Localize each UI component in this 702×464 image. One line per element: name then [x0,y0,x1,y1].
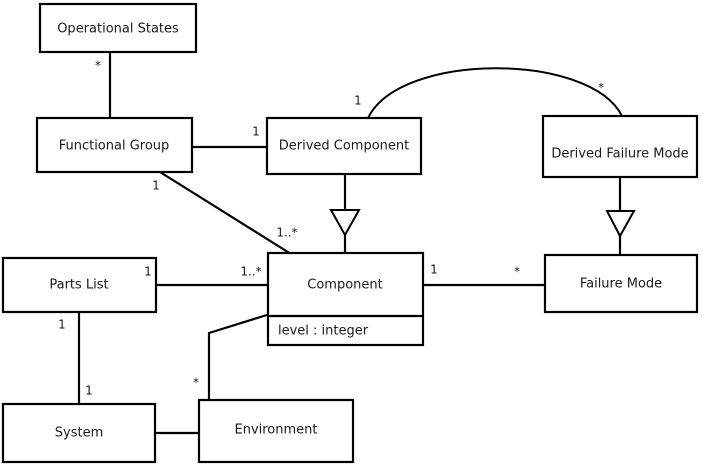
class-name-parts-list: Parts List [49,278,108,293]
multiplicity-operational-states-to-functional-group: * [95,59,101,73]
class-name-derived-component: Derived Component [279,139,410,154]
multiplicity-environment-to-component: * [193,376,199,390]
class-box-derived-component[interactable] [265,116,423,176]
multiplicity-component-from-functional-group: 1..* [276,226,297,240]
association-derived-component-derived-failure-mode [367,67,623,119]
multiplicity-failure-mode-to-component: * [514,265,520,279]
class-name-system: System [55,426,103,441]
generalization-triangle-derived-failure-mode [605,210,636,239]
class-name-operational-states: Operational States [57,22,179,37]
class-attribute-component-level: level : integer [278,324,369,339]
class-box-derived-failure-mode[interactable] [541,114,699,179]
class-box-environment[interactable] [197,398,355,464]
multiplicity-functional-group-to-component: 1 [152,179,160,193]
association-component-environment [207,312,271,400]
class-box-system[interactable] [1,402,157,464]
class-box-operational-states[interactable] [38,2,198,54]
multiplicity-component-to-failure-mode: 1 [430,263,438,277]
class-name-functional-group: Functional Group [59,139,170,154]
multiplicity-parts-list-to-component: 1 [144,265,152,279]
multiplicity-functional-group-to-derived-component: 1 [252,125,260,139]
class-box-functional-group[interactable] [35,116,194,174]
multiplicity-derived-failure-mode-arc: * [598,81,604,95]
multiplicity-component-from-parts-list: 1..* [240,265,261,279]
class-name-derived-failure-mode: Derived Failure Mode [551,147,688,162]
generalization-triangle-derived-component [329,209,361,238]
class-name-component: Component [307,278,382,293]
class-box-component[interactable] [266,251,425,347]
class-box-parts-list[interactable] [1,256,158,314]
multiplicity-system-to-parts-list: 1 [85,384,93,398]
association-functional-group-component [159,171,292,255]
multiplicity-parts-list-to-system: 1 [58,318,66,332]
class-name-environment: Environment [234,423,317,438]
multiplicity-derived-component-arc: 1 [354,94,362,108]
class-name-failure-mode: Failure Mode [580,277,662,292]
class-box-failure-mode[interactable] [543,253,699,314]
